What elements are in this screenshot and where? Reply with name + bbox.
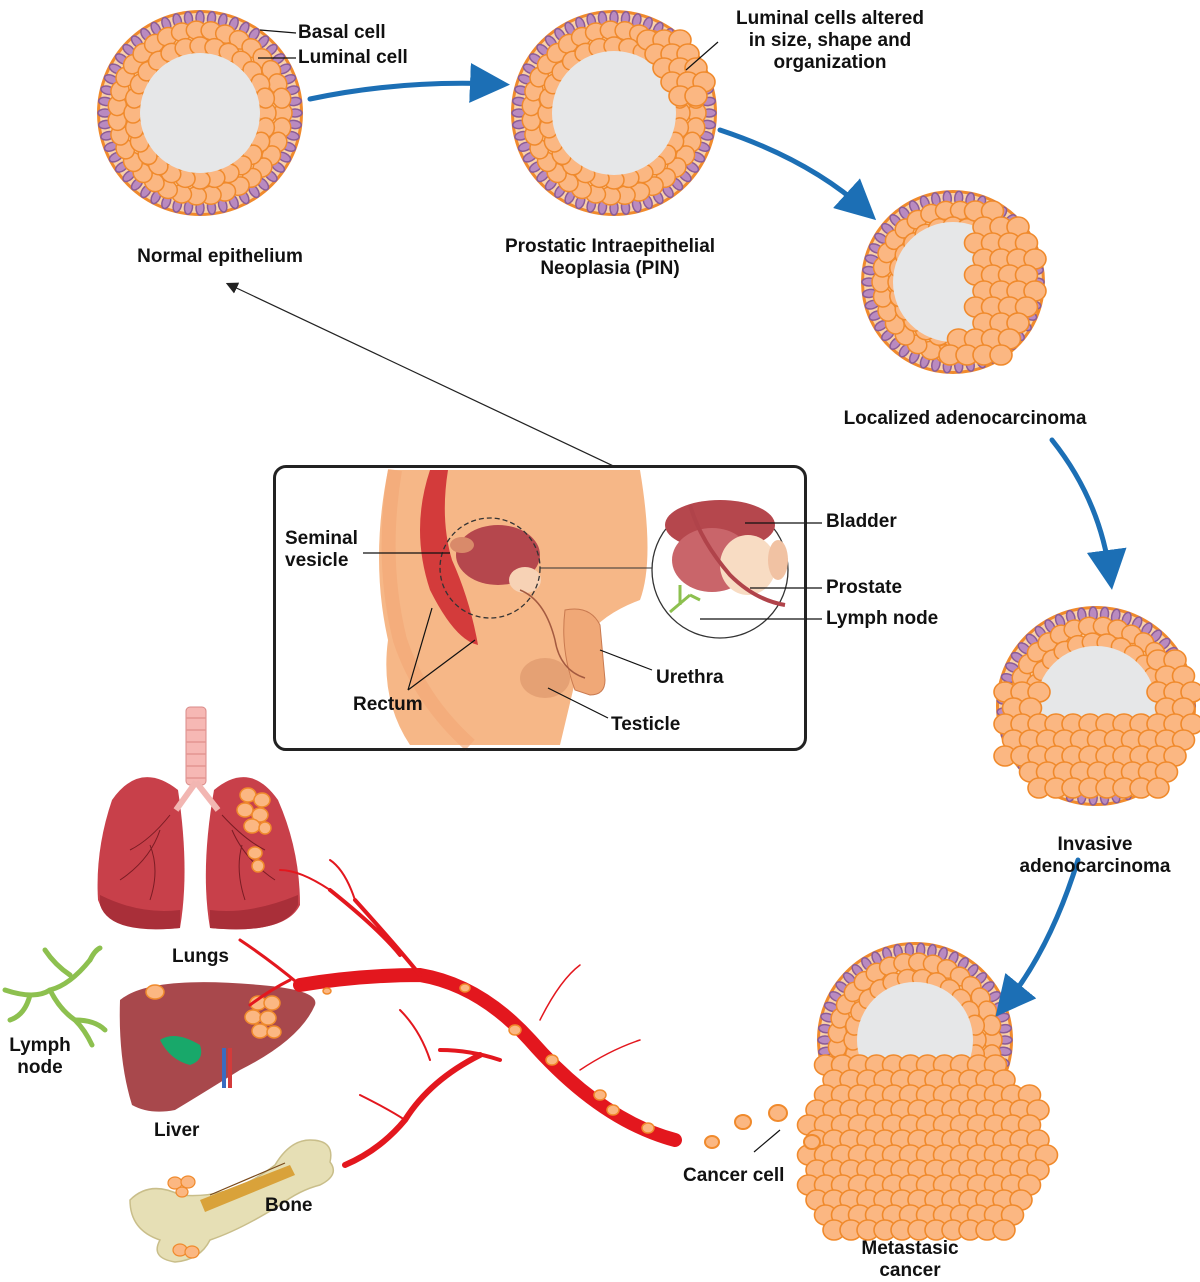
pin-gland bbox=[511, 10, 717, 216]
label-metastatic-cancer: Metastasic cancer bbox=[861, 1238, 959, 1281]
label-invasive-adenocarcinoma: Invasive adenocarcinoma bbox=[1019, 834, 1171, 877]
label-lungs: Lungs bbox=[172, 946, 229, 967]
label-rectum: Rectum bbox=[353, 694, 423, 715]
label-urethra: Urethra bbox=[656, 667, 724, 688]
circulating-cancer-cells bbox=[322, 983, 655, 1134]
testicle-shape bbox=[520, 658, 570, 698]
rectum-shape bbox=[420, 470, 478, 645]
seminal-vesicle-shape bbox=[450, 537, 474, 553]
cancer-cell bbox=[684, 85, 708, 107]
cancer-cell bbox=[989, 344, 1013, 366]
liver bbox=[119, 982, 316, 1112]
label-testicle: Testicle bbox=[611, 714, 681, 735]
label-seminal-vesicle: Seminal vesicle bbox=[285, 528, 358, 571]
lymph-node-branches bbox=[2, 945, 108, 1048]
label-lymph-node-inset: Lymph node bbox=[826, 608, 939, 629]
arrow-invasive-to-metastatic bbox=[995, 857, 1081, 1017]
gland-lumen bbox=[552, 51, 676, 175]
arrow-normal-to-pin bbox=[307, 62, 510, 103]
label-liver: Liver bbox=[154, 1120, 200, 1141]
lymph-node-shape bbox=[669, 585, 701, 614]
localized-adenocarcinoma-gland bbox=[861, 190, 1047, 374]
cancer-cell bbox=[992, 1219, 1016, 1241]
label-prostate: Prostate bbox=[826, 577, 903, 598]
arrow-localized-to-invasive bbox=[1049, 437, 1127, 590]
prostate-shape bbox=[509, 567, 541, 593]
label-localized-adenocarcinoma: Localized adenocarcinoma bbox=[843, 408, 1087, 429]
lungs bbox=[97, 706, 300, 930]
label-luminal-altered: Luminal cells altered in size, shape and… bbox=[736, 8, 924, 73]
label-lymph-node: Lymph node bbox=[9, 1035, 71, 1078]
label-bladder: Bladder bbox=[826, 511, 897, 532]
free-cancer-cells bbox=[704, 1104, 821, 1150]
inset-to-normal-pointer bbox=[225, 282, 661, 489]
gland-lumen bbox=[140, 53, 260, 173]
arrow-pin-to-localized bbox=[717, 127, 877, 221]
anatomy-inset bbox=[273, 465, 822, 751]
normal-epithelium-gland bbox=[97, 10, 303, 216]
metastatic-cancer-gland bbox=[796, 942, 1059, 1241]
label-pin: Prostatic Intraepithelial Neoplasia (PIN… bbox=[504, 236, 716, 279]
anatomy-inset-frame bbox=[274, 466, 806, 750]
label-normal-epithelium: Normal epithelium bbox=[137, 246, 303, 267]
bone bbox=[129, 1139, 335, 1263]
label-luminal-cell: Luminal cell bbox=[298, 47, 408, 68]
gland-leader-lines bbox=[258, 29, 781, 1153]
invasive-adenocarcinoma-gland bbox=[993, 606, 1200, 806]
label-basal-cell: Basal cell bbox=[298, 22, 386, 43]
label-bone: Bone bbox=[265, 1195, 313, 1216]
left-lung bbox=[97, 777, 185, 930]
cancer-cell bbox=[1146, 777, 1170, 799]
progression-arrows bbox=[307, 62, 1127, 1017]
label-cancer-cell: Cancer cell bbox=[683, 1165, 785, 1186]
